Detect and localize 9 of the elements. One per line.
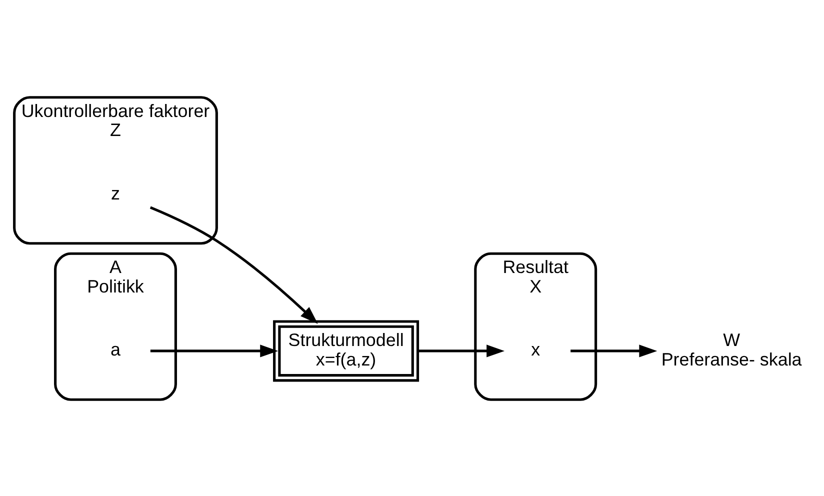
arrow <box>150 206 318 324</box>
arrow <box>570 344 658 357</box>
node-text: x <box>531 339 540 360</box>
node-text: a <box>110 339 120 360</box>
arrow <box>150 344 278 357</box>
arrow <box>418 344 505 357</box>
node-text: W Preferanse- skala <box>661 330 802 369</box>
node-text: z <box>111 182 120 203</box>
node-box: Strukturmodell x=f(a,z) <box>273 320 420 382</box>
